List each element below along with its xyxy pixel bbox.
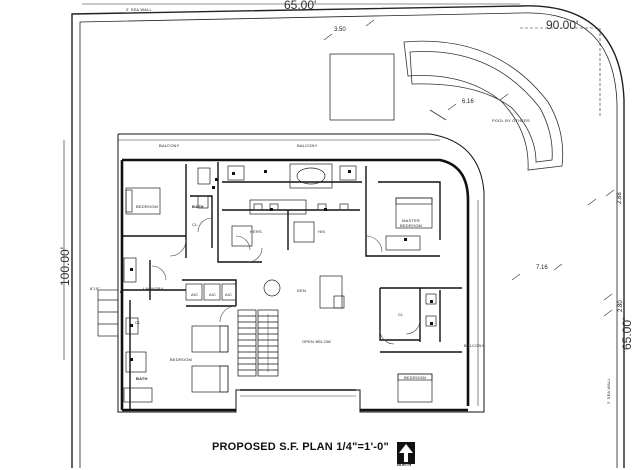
sea-wall-top-label: 2' SEA WALL (126, 7, 152, 12)
pool (329, 40, 564, 171)
cl-right-label: CL (398, 312, 404, 317)
dim-350: 3.50 (334, 27, 346, 33)
dim-left-length: 100.00' (58, 247, 72, 286)
building-walls (117, 133, 485, 413)
north-arrow-icon (397, 442, 415, 464)
pool-label: POOL BY OTHERS (492, 118, 530, 123)
bed-sw-2 (191, 365, 229, 393)
balcony-top-label: BALCONY (297, 143, 318, 148)
balcony-rails (118, 139, 479, 406)
dashed-setback (520, 27, 601, 118)
sea-wall-inner (79, 12, 618, 468)
property-boundary (63, 3, 625, 468)
dim-right-length: 65.00' (620, 317, 634, 350)
dim-280: 2.80 (618, 300, 624, 312)
dim-288: 2.88 (617, 192, 623, 204)
balcony-left-label: BALCONY (159, 143, 180, 148)
den-label: DEN (297, 288, 307, 293)
fixtures (130, 170, 433, 361)
dimension-ticks (323, 19, 615, 317)
tub (296, 167, 326, 185)
north-label: NORTH (397, 462, 412, 467)
interior-partitions (120, 162, 462, 410)
open-below-label: OPEN BELOW (302, 339, 331, 344)
entry-steps (97, 289, 119, 337)
bed-sw-1 (191, 325, 229, 353)
bath-sw-label: BATH (136, 376, 148, 381)
laundry-label: LAUNDRY (143, 286, 164, 291)
spiral-stair (263, 279, 281, 297)
bath-nw-label: BATH (192, 204, 204, 209)
furniture (123, 163, 437, 403)
appliance-label: AIC (225, 292, 233, 297)
sea-wall-outer (71, 5, 625, 468)
dim-716: 7.16 (536, 265, 548, 271)
bedroom-se-label: BEDROOM (404, 375, 427, 380)
his-label: HIS (318, 229, 326, 234)
appliance-label: AIC (209, 292, 217, 297)
bedroom-nw-label: BEDROOM (136, 204, 159, 209)
door-swings (151, 217, 421, 345)
master-bedroom-label: MASTER BEDROOM (400, 218, 423, 228)
dim-616: 6.16 (462, 99, 474, 105)
sea-wall-right-label: 2' SEA WALL (606, 378, 611, 404)
plan-title: PROPOSED S.F. PLAN 1/4"=1'-0" (212, 441, 389, 453)
cl-nw-label: CL (192, 222, 198, 227)
hers-label: HERS (250, 229, 262, 234)
bed-nw (125, 187, 161, 215)
cl-left-label: CL (135, 320, 141, 325)
dim-top-length: 65.00' (284, 0, 317, 12)
balcony-right-label: BALCONY (464, 343, 485, 348)
dim-arc-length: 90.00' (546, 18, 579, 32)
bedroom-sw-label: BEDROOM (170, 357, 193, 362)
appliance-label: AIC (191, 292, 199, 297)
den-sofa (319, 275, 343, 309)
staircase (237, 309, 279, 377)
dim-810: 8'10" (90, 286, 100, 291)
